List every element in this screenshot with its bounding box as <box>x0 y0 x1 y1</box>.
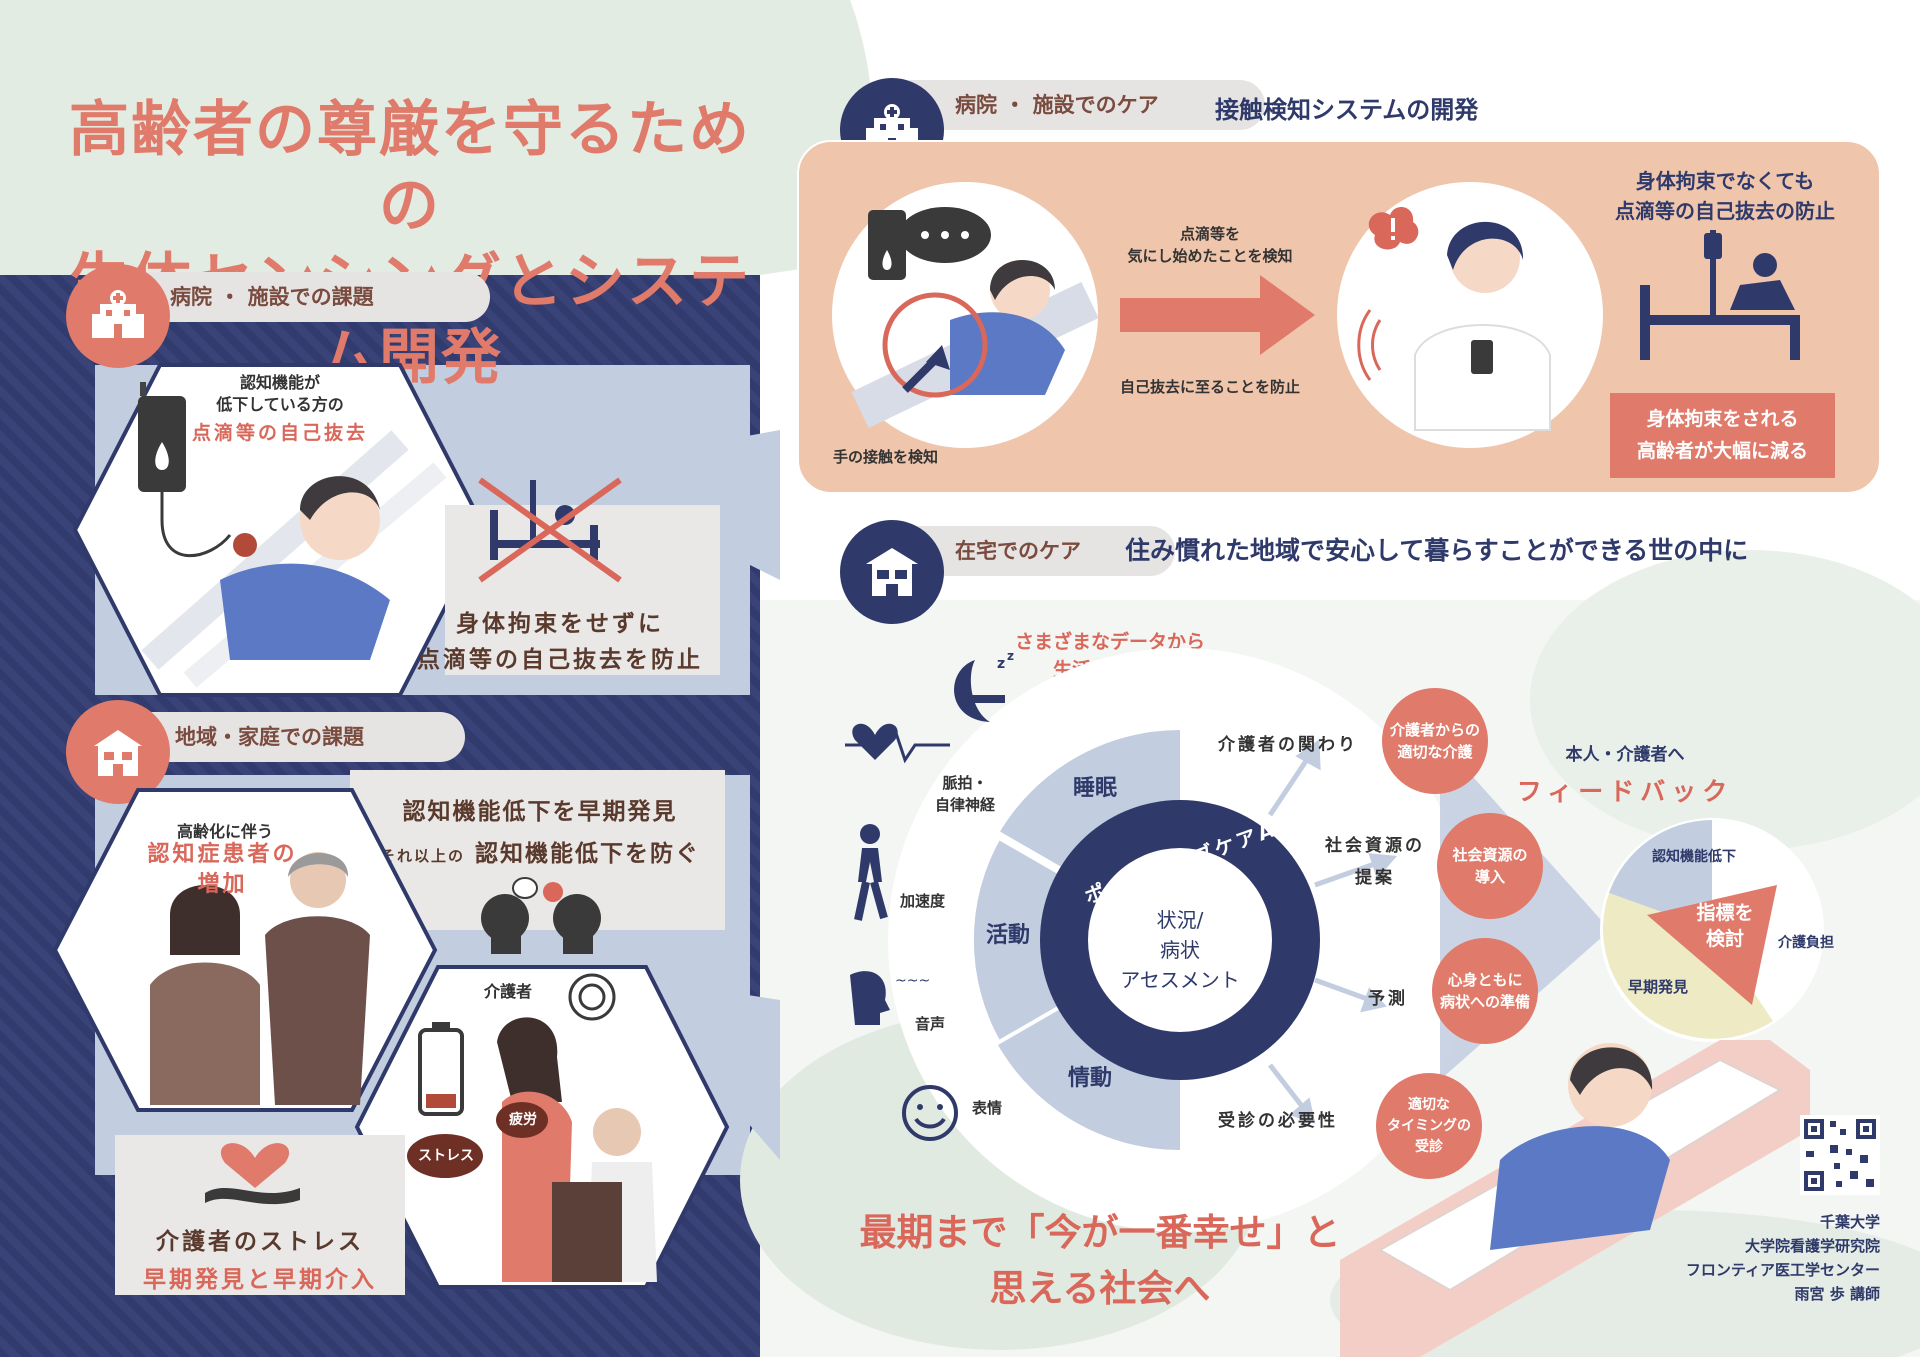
page-title: 高齢者の尊厳を守るための 生体センシングとシステム開発 <box>60 92 760 396</box>
restraint-reduction-box: 身体拘束をされる 高齢者が大幅に減る <box>1610 393 1835 478</box>
credit-block: 千葉大学 大学院看護学研究院 フロンティア医工学センター 雨宮 歩 講師 <box>1685 1213 1880 1303</box>
hand-contact-label: 手の接触を検知 <box>833 448 939 466</box>
slogan: 最期まで「今が一番幸せ」と 思える社会へ <box>800 1205 1400 1317</box>
feedback-line-1: 本人・介護者へ <box>1565 745 1685 765</box>
index-triangle <box>1647 885 1777 1005</box>
output-predict: 予測 <box>1368 989 1408 1009</box>
svg-text:~~~: ~~~ <box>895 973 930 989</box>
output-care-relation: 介護者の関わり <box>1218 735 1358 755</box>
early-intervention-label: 早期発見と早期介入 <box>143 1267 377 1293</box>
hospital-care-header: 病院 ・ 施設でのケア <box>880 80 1265 130</box>
pie-burden-label: 介護負担 <box>1778 935 1834 951</box>
restraint-free-goal: 身体拘束をせずに <box>456 611 664 637</box>
voice-label: 音声 <box>915 1015 946 1033</box>
hospital-issue-badge <box>66 264 170 368</box>
title-line-1: 高齢者の尊厳を守るための <box>69 95 751 241</box>
pulse-label: 脈拍・ 自律神経 <box>934 774 995 814</box>
detect-note: 点滴等を 気にし始めたことを検知 <box>1127 225 1293 265</box>
hospital-care-subtitle: 接触検知システムの開発 <box>1215 96 1479 124</box>
restraint-crossed-icon <box>478 477 622 583</box>
dementia-hex <box>52 788 438 1112</box>
output-social: 社会資源の 提案 <box>1325 836 1425 888</box>
bed-sitting-icon <box>1640 230 1800 360</box>
community-issue-header-label: 地域・家庭での課題 <box>175 725 364 749</box>
segment-sleep: 睡眠 <box>1072 776 1117 801</box>
feedback-line-2: フィードバック <box>1516 777 1734 806</box>
smile-icon <box>902 1085 958 1141</box>
feedback-pie <box>1600 818 1824 1042</box>
early-detection-label: 認知機能低下を早期発見 <box>402 799 678 825</box>
house-icon <box>94 730 142 776</box>
bubble-prepare: 心身ともに 病状への準備 <box>1432 938 1538 1044</box>
prevent-main: 認知機能低下を防ぐ <box>475 841 701 867</box>
home-care-subtitle: 住み慣れた地域で安心して暮らすことができる世の中に <box>1125 536 1749 565</box>
pie-cognitive-label: 認知機能低下 <box>1652 849 1736 865</box>
detect-arrow <box>1120 275 1315 355</box>
slogan-line-2: 思える社会へ <box>989 1267 1211 1310</box>
hospital-issue-hex <box>72 363 488 697</box>
stress-bubble: ストレス <box>418 1148 474 1164</box>
heart-hand-icon <box>205 1143 300 1205</box>
prevent-prefix: それ以上の <box>380 847 466 865</box>
pie-index-label: 指標を 検討 <box>1696 902 1754 950</box>
iv-removal-label: 点滴等の自己抜去 <box>191 422 368 444</box>
prevent-note: 自己抜去に至ることを防止 <box>1119 378 1300 396</box>
heartbeat-icon <box>845 723 950 764</box>
smartphone-icon <box>1471 340 1493 374</box>
pie-early-label: 早期発見 <box>1628 978 1689 996</box>
prevent-decline-line: それ以上の 認知機能低下を防ぐ <box>380 834 720 868</box>
hospital-issue-header: 病院 ・ 施設での課題 <box>110 272 490 322</box>
home-care-badge <box>840 520 944 624</box>
output-visit: 受診の必要性 <box>1218 1111 1338 1131</box>
walking-person-icon <box>854 824 888 921</box>
caregiver-stress-label: 介護者のストレス <box>156 1229 364 1255</box>
dementia-increase: 認知症患者の 増加 <box>147 842 298 897</box>
accel-label: 加速度 <box>900 892 946 910</box>
aging-note: 高齢化に伴う <box>176 822 273 841</box>
heads-thinking-icon <box>481 877 601 954</box>
segment-activity: 活動 <box>985 923 1030 948</box>
house-icon <box>866 548 918 596</box>
fatigue-bubble: 疲労 <box>509 1112 537 1128</box>
bubble-timing: 適切な タイミングの 受診 <box>1376 1073 1482 1179</box>
sleep-moon-icon: z z <box>954 650 1014 722</box>
iv-bag-icon <box>868 210 906 280</box>
nurse-alert-circle <box>1337 182 1603 448</box>
face-label: 表情 <box>972 1099 1003 1117</box>
result-note: 身体拘束でなくても 点滴等の自己抜去の防止 <box>1615 169 1835 223</box>
hospital-care-header-label: 病院 ・ 施設でのケア <box>955 93 1159 117</box>
slogan-line-1: 最期まで「今が一番幸せ」と <box>859 1211 1341 1254</box>
caregiver-hex <box>354 965 730 1289</box>
iv-prevention-goal: 点滴等の自己抜去を防止 <box>417 647 703 673</box>
svg-text:z: z <box>1007 650 1014 663</box>
community-issue-badge <box>66 700 170 804</box>
ai-diagram <box>888 648 1472 1232</box>
caregiver-label: 介護者 <box>483 982 532 1001</box>
svg-text:z: z <box>997 656 1005 672</box>
bubble-care: 介護者からの 適切な介護 <box>1382 688 1488 794</box>
hospital-icon <box>92 290 144 338</box>
voice-icon: ~~~ <box>850 971 930 1025</box>
patient-touch-circle <box>832 182 1099 448</box>
bubble-resource: 社会資源の 導入 <box>1437 813 1543 919</box>
cognitive-note: 認知機能が 低下している方の <box>216 373 344 414</box>
qr-code-icon <box>1800 1115 1880 1195</box>
home-care-header-label: 在宅でのケア <box>955 539 1081 563</box>
segment-emotion: 情動 <box>1067 1066 1112 1091</box>
assessment-label: 状況/ 病状 アセスメント <box>1120 908 1240 992</box>
hospital-issue-header-label: 病院 ・ 施設での課題 <box>170 285 374 309</box>
patient-bed-illustration <box>1340 1040 1810 1357</box>
